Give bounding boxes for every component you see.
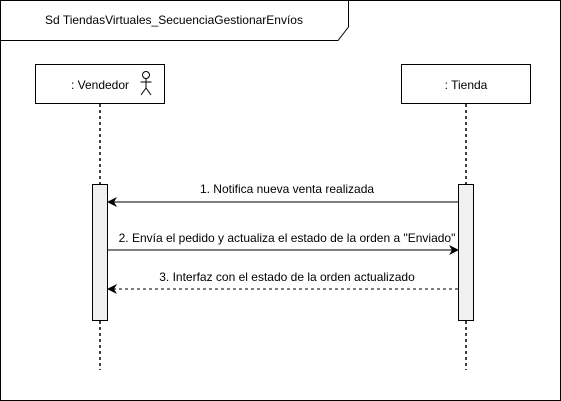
message-3[interactable]: 3. Interfaz con el estado de la orden ac… xyxy=(107,270,458,294)
message-3-label: 3. Interfaz con el estado de la orden ac… xyxy=(159,270,415,284)
lifeline-tienda: : Tienda xyxy=(401,64,531,370)
lifeline-vendedor-header[interactable] xyxy=(35,64,165,104)
frame-title: Sd TiendasVirtuales_SecuenciaGestionarEn… xyxy=(45,13,303,27)
frame-title-tab xyxy=(0,0,349,41)
lifeline-tienda-header[interactable] xyxy=(401,64,531,104)
lifeline-vendedor: : Vendedor xyxy=(35,64,165,370)
message-2[interactable]: 2. Envía el pedido y actualiza el estado… xyxy=(108,231,459,255)
activation-vendedor xyxy=(92,184,108,321)
actor-icon xyxy=(140,71,152,96)
message-1-label: 1. Notifica nueva venta realizada xyxy=(200,182,374,196)
message-1[interactable]: 1. Notifica nueva venta realizada xyxy=(107,182,458,207)
activation-tienda xyxy=(458,184,474,321)
lifeline-vendedor-label: : Vendedor xyxy=(71,78,129,92)
message-2-label: 2. Envía el pedido y actualiza el estado… xyxy=(119,231,456,245)
lifeline-tienda-label: : Tienda xyxy=(445,78,488,92)
